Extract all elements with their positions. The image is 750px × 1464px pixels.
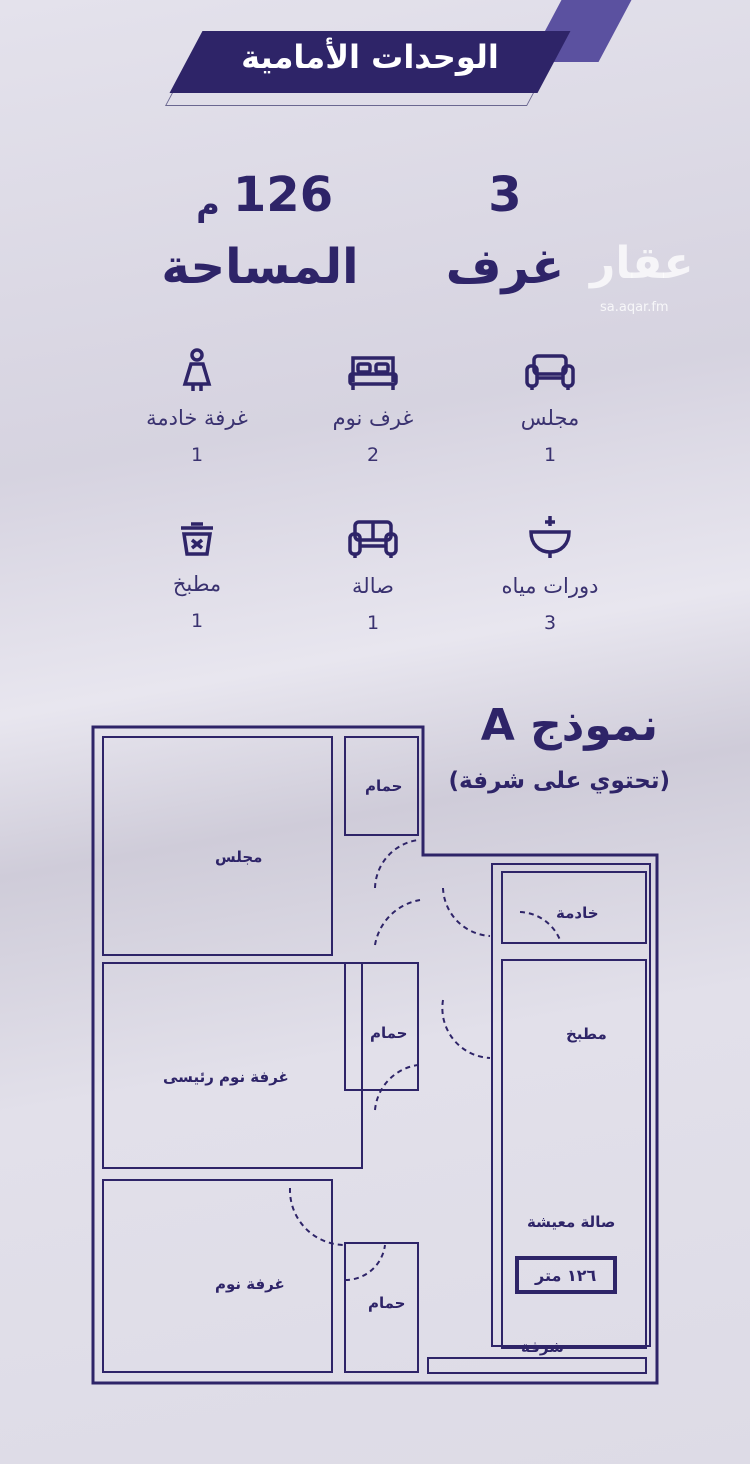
area-label: المساحة (161, 239, 359, 295)
feature-count: 2 (366, 444, 380, 466)
feature-label: غرفة خادمة (146, 406, 248, 430)
feature-majlis: مجلس 1 (465, 352, 635, 466)
watermark-url: sa.aqar.fm (600, 300, 669, 315)
room-label-balcony: شرفة (521, 1338, 565, 1356)
bath1-room (344, 736, 419, 836)
page-title: الوحدات الأمامية (241, 38, 499, 76)
feature-count: 1 (366, 612, 380, 634)
feature-bathrooms: دورات مياه 3 (465, 514, 635, 634)
couch-icon (348, 520, 398, 558)
feature-count: 1 (190, 444, 204, 466)
room-label-bath3: حمام (368, 1294, 406, 1312)
area-tag-box (515, 1256, 617, 1294)
area-unit: م (196, 185, 220, 223)
feature-label: صالة (352, 574, 394, 598)
rooms-count: 3 (488, 167, 522, 223)
feature-label: مجلس (520, 406, 580, 430)
feature-label: غرف نوم (332, 406, 414, 430)
area-tag: ١٢٦ متر (535, 1266, 597, 1285)
feature-label: مطبخ (172, 572, 222, 596)
feature-count: 1 (543, 444, 557, 466)
feature-bedrooms: غرف نوم 2 (288, 352, 458, 466)
room-label-living: صالة معيشة (527, 1213, 616, 1231)
watermark-logo: عقار (590, 238, 694, 289)
area-value: 126 (232, 167, 334, 223)
bed-icon (348, 356, 398, 390)
room-label-master: غرفة نوم رئيسى (163, 1068, 289, 1086)
plan-subtitle: (تحتوي على شرفة) (448, 768, 670, 794)
maid-icon (182, 348, 212, 391)
room-label-bath1: حمام (365, 777, 403, 795)
kitchen-living-room (501, 959, 647, 1349)
plan-title: نموذج A (480, 700, 658, 751)
room-label-maid: خادمة (556, 904, 599, 922)
sofa-icon (525, 354, 575, 390)
outer-wall (91, 725, 659, 1385)
majlis-room (102, 736, 333, 956)
feature-label: دورات مياه (501, 574, 599, 598)
balcony-room (427, 1357, 647, 1374)
room-label-majlis: مجلس (215, 848, 263, 866)
sink-icon (529, 516, 571, 558)
feature-maid-room: غرفة خادمة 1 (112, 348, 282, 466)
maid-room (501, 871, 647, 944)
feature-count: 3 (543, 612, 557, 634)
feature-kitchen: مطبخ 1 (112, 522, 282, 632)
room-label-bath2: حمام (370, 1024, 408, 1042)
bath3-room (344, 1242, 419, 1373)
cooking-pot-icon (181, 522, 213, 556)
feature-living: صالة 1 (288, 518, 458, 634)
right-block (491, 863, 651, 1347)
bedroom-room (102, 1179, 333, 1373)
door-swings (288, 839, 561, 1282)
feature-count: 1 (190, 610, 204, 632)
master-room (102, 962, 363, 1169)
rooms-label: غرف (445, 239, 565, 295)
room-label-bedroom: غرفة نوم (215, 1275, 285, 1293)
room-label-kitchen: مطبخ (566, 1025, 607, 1043)
